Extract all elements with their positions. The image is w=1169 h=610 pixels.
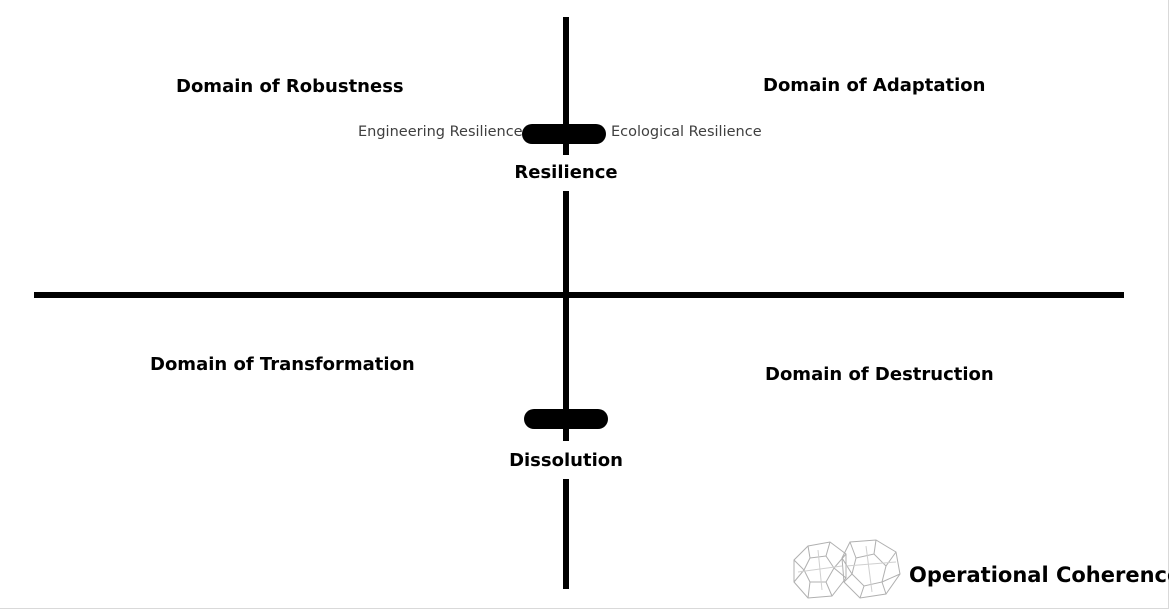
horizontal-axis [34,292,1124,298]
ecological-resilience-label: Ecological Resilience [611,124,762,140]
resilience-marker [522,124,606,144]
quadrant-label-bottom-right: Domain of Destruction [765,364,994,385]
quadrant-label-top-right: Domain of Adaptation [763,75,986,96]
vertical-axis-middle [563,191,569,441]
dodecahedron-logo-icon [793,539,901,599]
dissolution-label: Dissolution [509,450,623,471]
quadrant-label-top-left: Domain of Robustness [176,76,404,97]
engineering-resilience-label: Engineering Resilience [358,124,523,140]
brand-name: Operational Coherence [909,563,1169,587]
vertical-axis-top [563,17,569,155]
quadrant-label-bottom-left: Domain of Transformation [150,354,415,375]
resilience-label: Resilience [514,162,618,183]
dissolution-marker [524,409,608,429]
vertical-axis-bottom [563,479,569,589]
